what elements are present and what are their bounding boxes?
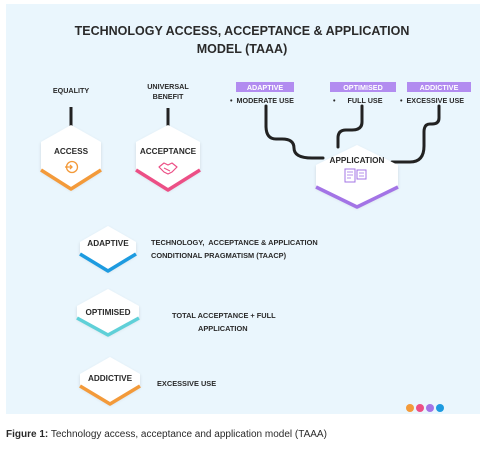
tag-bullet: • FULL USE <box>333 96 383 105</box>
node-label: ACCESS <box>54 147 89 156</box>
decor-dot-orange <box>406 404 414 412</box>
node-acceptance: ACCEPTANCE <box>135 125 201 192</box>
mode-desc-line-2: APPLICATION <box>198 324 248 333</box>
label-equality: EQUALITY <box>53 86 90 95</box>
handshake-icon <box>158 162 178 175</box>
decor-dot-pink <box>416 404 424 412</box>
mode-optimised: OPTIMISED <box>76 289 140 337</box>
tag-label: OPTIMISED <box>343 83 383 92</box>
figure-caption: Figure 1: Technology access, acceptance … <box>6 429 481 440</box>
connector-addictive <box>390 104 441 164</box>
tag-label: ADDICTIVE <box>420 83 459 92</box>
node-label: ACCEPTANCE <box>140 147 197 156</box>
mode-adaptive: ADAPTIVE <box>79 226 137 273</box>
diagram-panel <box>6 4 480 414</box>
mode-desc-line-1: TOTAL ACCEPTANCE + FULL <box>172 311 276 320</box>
tag-addictive: ADDICTIVE • EXCESSIVE USE <box>400 82 471 105</box>
mode-label: OPTIMISED <box>85 308 130 317</box>
tag-label: ADAPTIVE <box>247 83 284 92</box>
caption-figure-number: Figure 1: <box>6 429 49 440</box>
mode-label: ADDICTIVE <box>88 374 133 383</box>
mode-desc-line-1: EXCESSIVE USE <box>157 379 216 388</box>
decor-dot-purple <box>426 404 434 412</box>
caption-text: Technology access, acceptance and applic… <box>48 429 327 440</box>
node-application: APPLICATION <box>315 145 399 209</box>
decor-dot-blue <box>436 404 444 412</box>
application-form-icon <box>344 168 367 183</box>
tag-bullet: • MODERATE USE <box>230 96 294 105</box>
mode-label: ADAPTIVE <box>87 239 129 248</box>
node-label: APPLICATION <box>330 156 385 165</box>
node-access: ACCESS <box>40 125 102 191</box>
label-benefit: BENEFIT <box>153 92 184 101</box>
tag-bullet: • EXCESSIVE USE <box>400 96 464 105</box>
title-line-1: TECHNOLOGY ACCESS, ACCEPTANCE & APPLICAT… <box>75 24 410 38</box>
label-universal: UNIVERSAL <box>147 82 189 91</box>
mode-desc-line-1: TECHNOLOGY, ACCEPTANCE & APPLICATION <box>151 238 318 247</box>
title-line-2: MODEL (TAAA) <box>197 42 288 56</box>
mode-desc-line-2: CONDITIONAL PRAGMATISM (TAACP) <box>151 251 287 260</box>
tag-adaptive: ADAPTIVE • MODERATE USE <box>230 82 294 105</box>
login-icon <box>65 160 79 174</box>
tag-optimised: OPTIMISED • FULL USE <box>330 82 396 105</box>
connector-adaptive <box>264 104 325 160</box>
connector-optimised <box>336 104 364 149</box>
mode-addictive: ADDICTIVE <box>79 357 141 406</box>
